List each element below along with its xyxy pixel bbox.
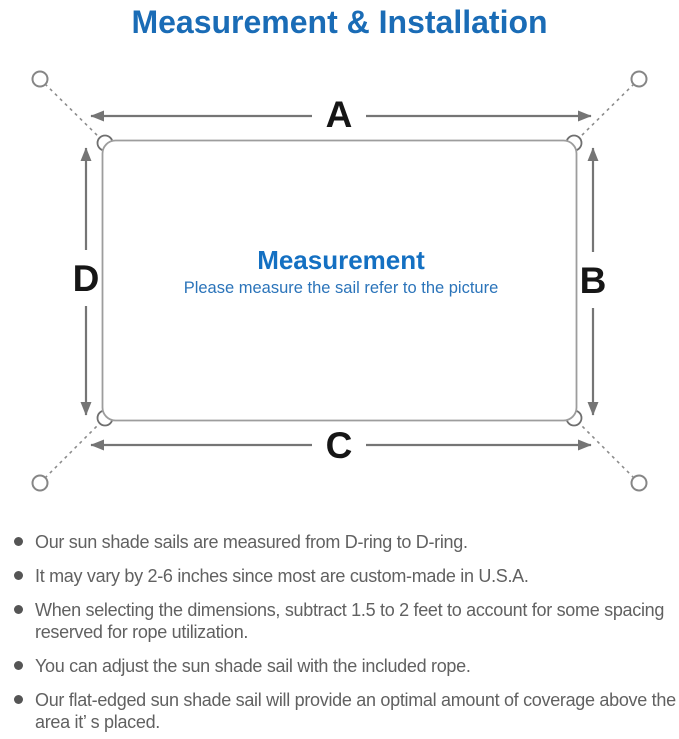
note-text: When selecting the dimensions, subtract … <box>35 600 665 642</box>
anchor-ring-icon <box>31 474 49 492</box>
dimension-label-b: B <box>580 260 607 301</box>
bullet-icon <box>14 537 23 546</box>
dimension-label-c: C <box>326 425 353 466</box>
anchor-ring-icon <box>630 70 648 88</box>
notes-list: Our sun shade sails are measured from D-… <box>0 531 679 733</box>
anchor-rings <box>31 70 648 492</box>
measurement-diagram: A B C D Measurement Please measure the s… <box>31 70 648 492</box>
bullet-icon <box>14 571 23 580</box>
dimension-label-a: A <box>326 94 353 135</box>
rope-bottom-left <box>39 418 105 484</box>
dimension-arrows <box>80 110 599 451</box>
rope-bottom-right <box>574 418 640 484</box>
rope-top-left <box>39 78 105 143</box>
diagram-center-heading: Measurement <box>257 245 425 275</box>
bullet-icon <box>14 605 23 614</box>
list-item: When selecting the dimensions, subtract … <box>12 599 679 643</box>
list-item: You can adjust the sun shade sail with t… <box>12 655 679 677</box>
note-text: You can adjust the sun shade sail with t… <box>35 656 471 676</box>
dimension-label-d: D <box>73 258 100 299</box>
list-item: Our sun shade sails are measured from D-… <box>12 531 679 553</box>
note-text: It may vary by 2-6 inches since most are… <box>35 566 529 586</box>
rope-dashed-lines <box>39 78 640 484</box>
rope-top-right <box>574 78 640 143</box>
anchor-ring-icon <box>630 474 648 492</box>
note-text: Our sun shade sails are measured from D-… <box>35 532 468 552</box>
bullet-icon <box>14 661 23 670</box>
list-item: It may vary by 2-6 inches since most are… <box>12 565 679 587</box>
shade-sail-rect <box>101 139 578 422</box>
list-item: Our flat-edged sun shade sail will provi… <box>12 689 679 733</box>
bullet-icon <box>14 695 23 704</box>
page-title: Measurement & Installation <box>131 4 548 40</box>
diagram-center-subtitle: Please measure the sail refer to the pic… <box>184 279 499 297</box>
note-text: Our flat-edged sun shade sail will provi… <box>35 690 676 732</box>
anchor-ring-icon <box>31 70 49 88</box>
